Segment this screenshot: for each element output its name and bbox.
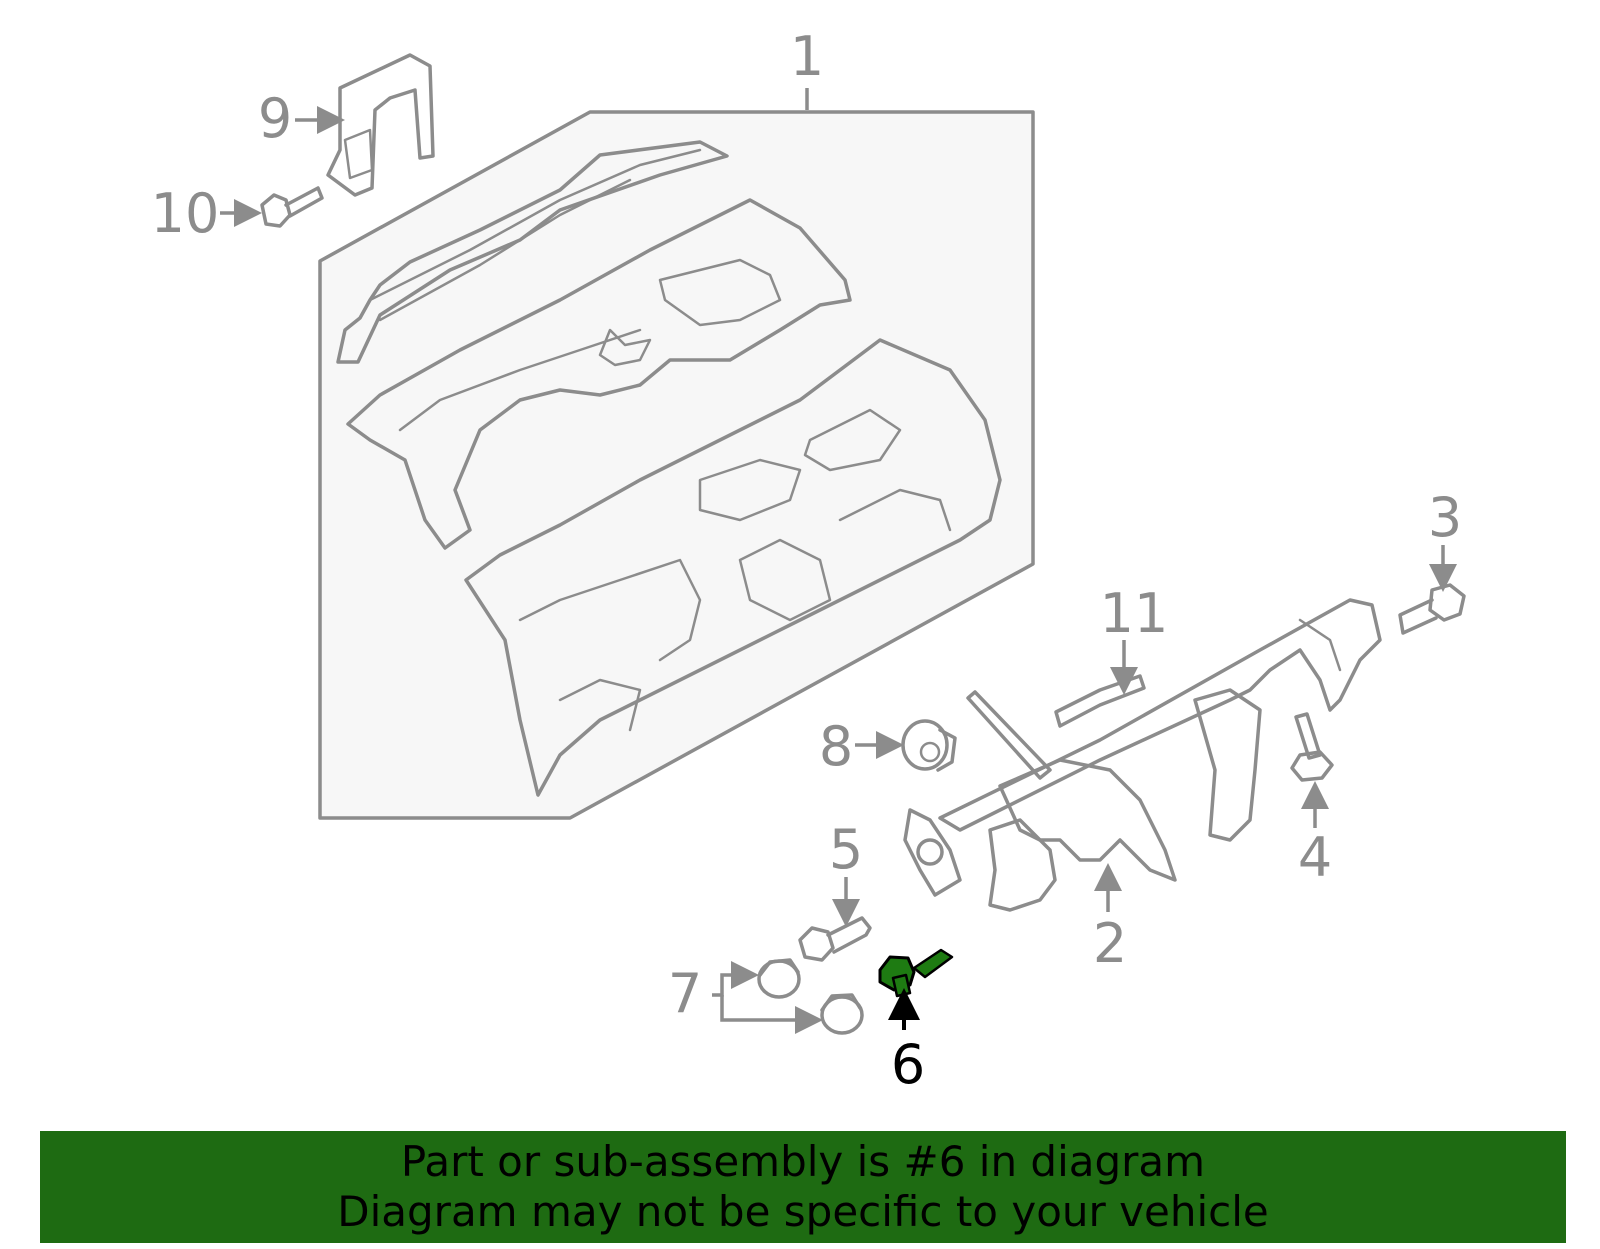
callout-11: 11 (1100, 582, 1169, 645)
stud-part-4 (1290, 712, 1334, 782)
bolt-part-5 (798, 916, 872, 962)
callout-5: 5 (829, 818, 863, 881)
bolt-part-3 (1398, 583, 1466, 635)
bolt-part-6-highlighted (878, 948, 954, 998)
callout-7: 7 (668, 962, 702, 1025)
callout-labels: 1 9 10 11 3 8 4 5 2 7 6 (151, 25, 1463, 1096)
info-banner: Part or sub-assembly is #6 in diagram Di… (40, 1131, 1566, 1243)
banner-line-2: Diagram may not be specific to your vehi… (337, 1187, 1269, 1236)
banner-line-1: Part or sub-assembly is #6 in diagram (400, 1137, 1206, 1186)
bracket-part-9 (326, 53, 435, 197)
callout-10: 10 (151, 182, 220, 245)
plugs-part-7 (757, 958, 864, 1035)
cross-car-beam-part-2 (903, 598, 1382, 912)
callout-1: 1 (790, 25, 824, 88)
dashboard-panel-assembly (318, 110, 1035, 820)
callout-4: 4 (1298, 826, 1332, 889)
callout-6: 6 (891, 1033, 925, 1096)
parts-diagram: 1 9 10 11 3 8 4 5 2 7 6 (151, 25, 1466, 1096)
callout-3: 3 (1428, 486, 1462, 549)
callout-9: 9 (258, 87, 292, 150)
strip-part-11 (1054, 674, 1146, 728)
callout-2: 2 (1093, 912, 1127, 975)
callout-8: 8 (819, 715, 853, 778)
grommet-part-8 (901, 719, 957, 772)
bolt-part-10 (260, 186, 324, 228)
leader-lines (220, 88, 1457, 1034)
assembly-box (318, 110, 1035, 820)
